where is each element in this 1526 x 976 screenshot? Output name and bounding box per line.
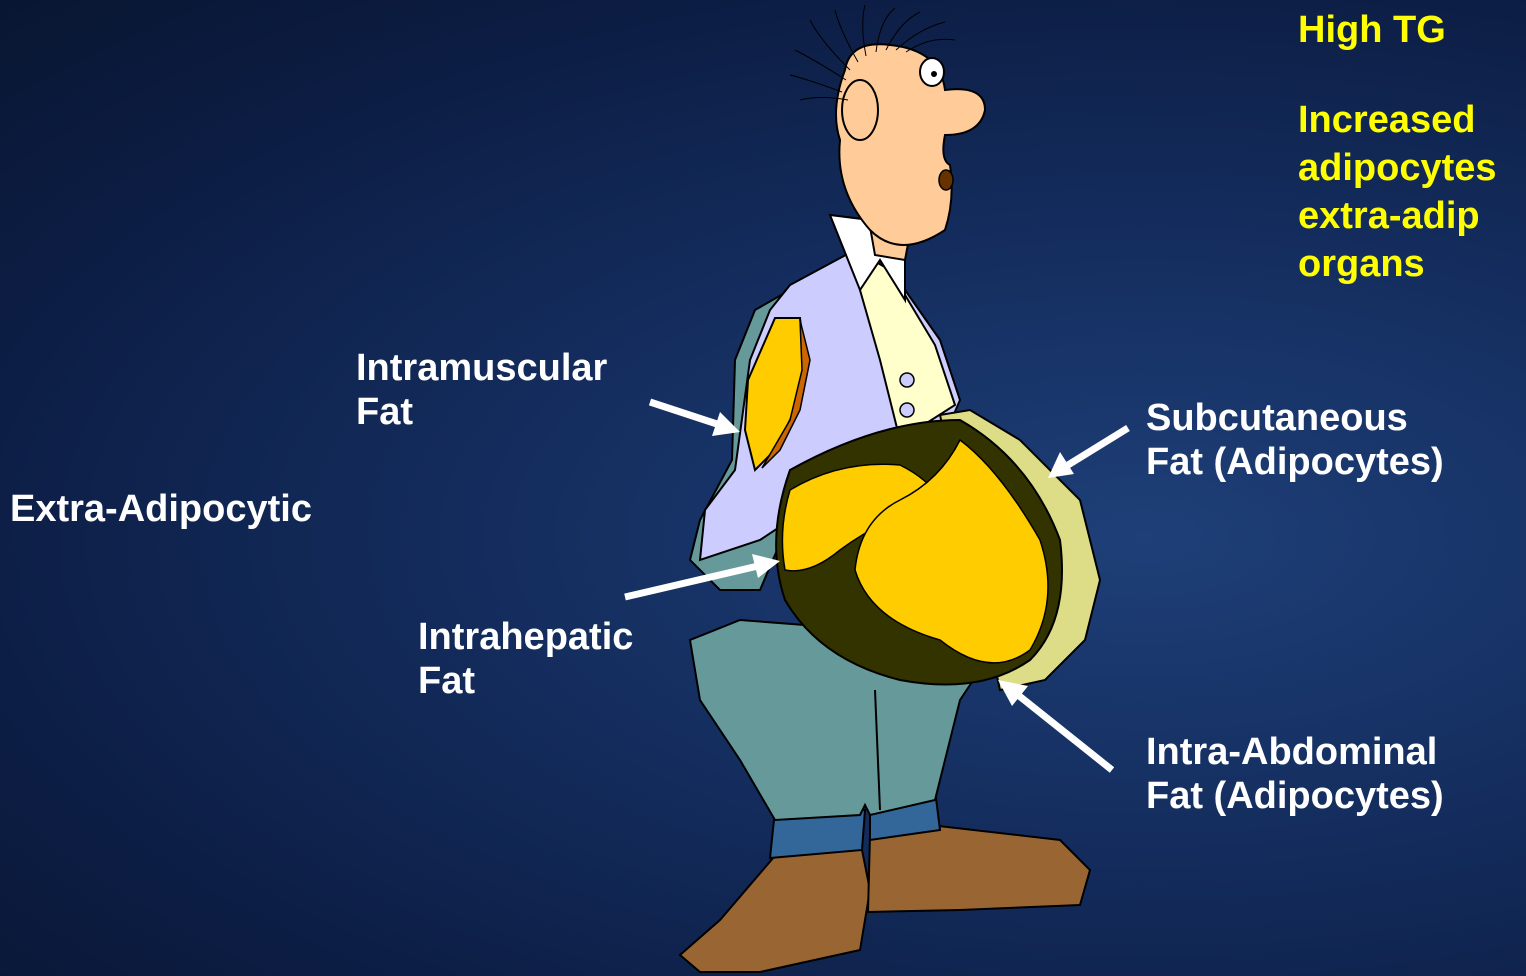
label-intramuscular-line2: Fat <box>356 390 607 434</box>
label-intra-abdominal-fat: Intra-Abdominal Fat (Adipocytes) <box>1146 730 1444 818</box>
label-intramuscular-fat: Intramuscular Fat <box>356 346 607 434</box>
note-high-tg: High TG <box>1298 8 1446 52</box>
ear <box>842 80 878 140</box>
label-subcutaneous-line2: Fat (Adipocytes) <box>1146 440 1444 484</box>
label-extra-adipocytic: Extra-Adipocytic <box>10 487 312 531</box>
label-intra-abdominal-line1: Intra-Abdominal <box>1146 730 1444 774</box>
left-shoe <box>680 840 870 972</box>
label-intrahepatic-line1: Intrahepatic <box>418 615 633 659</box>
right-shoe <box>868 825 1090 912</box>
label-subcutaneous-line1: Subcutaneous <box>1146 396 1444 440</box>
note-increased-line2: adipocytes <box>1298 144 1497 192</box>
label-intra-abdominal-line2: Fat (Adipocytes) <box>1146 774 1444 818</box>
label-intramuscular-line1: Intramuscular <box>356 346 607 390</box>
label-intrahepatic-fat: Intrahepatic Fat <box>418 615 633 703</box>
note-increased-line3: extra-adip <box>1298 192 1497 240</box>
mouth <box>939 170 953 190</box>
vest-button-1 <box>900 373 914 387</box>
arrow-intra-abdominal <box>998 680 1112 770</box>
head <box>836 44 985 245</box>
vest-button-2 <box>900 403 914 417</box>
note-increased-line1: Increased <box>1298 96 1497 144</box>
arrow-intramuscular <box>650 402 740 436</box>
label-subcutaneous-fat: Subcutaneous Fat (Adipocytes) <box>1146 396 1444 484</box>
arrow-subcutaneous <box>1048 428 1128 478</box>
note-increased-line4: organs <box>1298 240 1497 288</box>
note-increased: Increased adipocytes extra-adip organs <box>1298 96 1497 288</box>
label-intrahepatic-line2: Fat <box>418 659 633 703</box>
